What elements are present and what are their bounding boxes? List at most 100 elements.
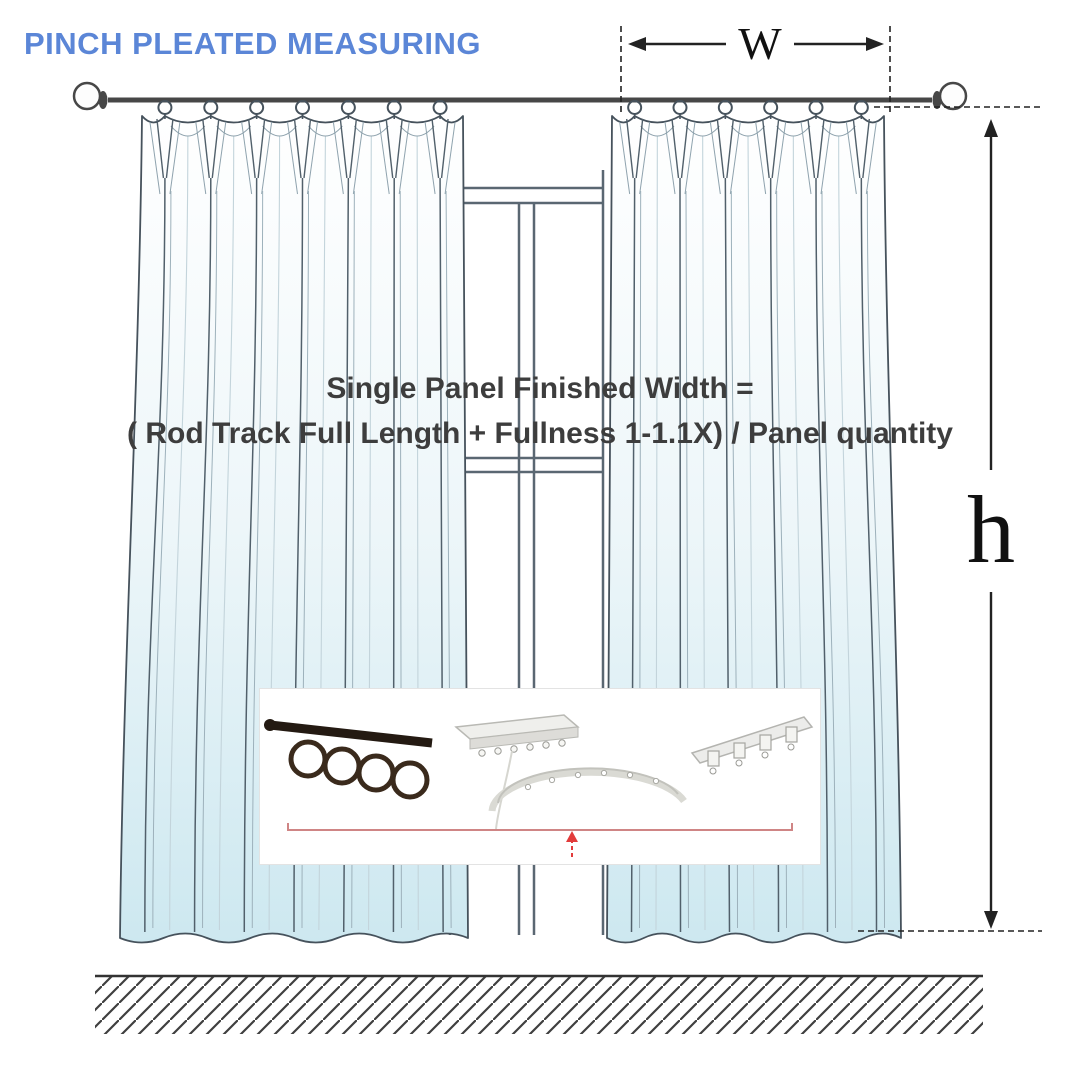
pinch-line-light <box>664 121 676 195</box>
h-arrowhead-bottom <box>984 911 998 929</box>
pinch-line-light <box>444 121 456 195</box>
curtain-ring <box>763 100 779 115</box>
pinch-line <box>385 118 394 179</box>
pinch-line <box>247 118 256 179</box>
pinch-line <box>395 118 403 179</box>
curtain-rod <box>72 81 968 111</box>
pinch-line <box>680 118 689 179</box>
pinch-line <box>257 118 266 179</box>
w-arrowhead-right <box>866 37 884 51</box>
track-gliders <box>478 739 566 757</box>
curtain-rings <box>157 100 869 119</box>
pinch-line <box>303 118 312 179</box>
pinch-line-light <box>709 121 721 195</box>
pinch-line <box>349 118 358 179</box>
pleat-fold-line-light <box>202 190 218 929</box>
formula-line2: ( Rod Track Full Length + Fullness 1-1.1… <box>127 417 953 450</box>
pleat-fold-line <box>860 177 878 933</box>
pinch-line <box>202 118 210 179</box>
metal-ring <box>390 760 430 800</box>
metal-ring <box>288 739 328 779</box>
pinch-line <box>671 118 680 179</box>
metal-ring <box>356 753 396 793</box>
swag-line <box>262 125 297 137</box>
pinch-line <box>156 118 165 179</box>
swag-line <box>821 125 856 137</box>
swag-line <box>308 125 343 137</box>
floor <box>95 974 983 1034</box>
pinch-line <box>726 118 735 179</box>
hardware-photo-inset <box>259 688 821 865</box>
pinch-line <box>807 118 816 179</box>
up-arrow-head <box>566 831 578 842</box>
pinch-line <box>431 118 440 179</box>
measure-bracket <box>287 823 793 831</box>
pinch-line-light <box>619 121 631 195</box>
pleat-fold-line-light <box>251 190 264 929</box>
pinch-line-light <box>820 121 832 195</box>
pinch-line-light <box>729 121 741 195</box>
pinch-line-light <box>195 121 207 195</box>
curtain-ring <box>808 100 824 115</box>
pinch-line <box>339 118 348 179</box>
pinch-line <box>816 118 825 179</box>
pinch-line <box>440 118 449 179</box>
swag-line <box>170 125 206 137</box>
w-arrowhead-left <box>628 37 646 51</box>
pinch-line-light <box>241 121 253 195</box>
swag-line <box>353 125 389 137</box>
pinch-line <box>293 118 302 179</box>
fabric-shading-line <box>169 135 189 931</box>
track-front-face <box>469 726 579 750</box>
curtain-ring <box>672 100 688 115</box>
dark-rod-endcap <box>264 719 276 731</box>
pinch-line-light <box>378 121 390 195</box>
pinch-line-light <box>149 121 161 195</box>
pleat-fold-line-light <box>821 190 836 929</box>
pinch-line-light <box>307 121 318 195</box>
fabric-shading-line <box>838 135 853 931</box>
pinch-line-light <box>398 121 410 195</box>
page-title: PINCH PLEATED MEASURING <box>24 26 482 61</box>
pinch-line-light <box>424 121 436 195</box>
curtain-ring <box>386 100 402 115</box>
pinch-line-light <box>775 121 787 195</box>
pinch-line-light <box>800 121 812 195</box>
curtain-ring <box>340 100 356 115</box>
pleat-fold-line-light <box>152 190 172 929</box>
formula-line1: Single Panel Finished Width = <box>326 372 754 405</box>
pinch-line <box>852 118 861 179</box>
curtain-ring <box>432 100 448 115</box>
pinch-line <box>716 118 725 179</box>
pinch-line <box>625 118 634 179</box>
pleat-fold-line <box>193 177 212 933</box>
pinch-line <box>761 118 770 179</box>
swag-line <box>776 125 811 137</box>
width-label: W <box>738 18 782 69</box>
pinch-line-light <box>287 121 298 195</box>
pinch-line-light <box>755 121 767 195</box>
pleat-fold-line <box>144 177 166 933</box>
pinch-line-light <box>639 121 651 195</box>
up-arrow-icon <box>566 831 578 857</box>
metal-ring <box>322 746 362 786</box>
dimension-arrows: W h <box>620 18 1042 932</box>
height-label: h <box>967 476 1015 583</box>
fabric-shading-line <box>218 135 235 931</box>
pinch-line <box>862 118 871 179</box>
pinch-line-light <box>684 121 696 195</box>
pinch-line-light <box>261 121 273 195</box>
pinch-line-light <box>169 121 181 195</box>
curved-track-hooks <box>524 769 660 791</box>
curtain-ring <box>627 100 643 115</box>
pinch-line-light <box>845 121 857 195</box>
pleat-fold-line <box>243 177 258 933</box>
formula-text: Single Panel Finished Width = ( Rod Trac… <box>0 366 1080 456</box>
floor-hatching <box>95 976 983 1034</box>
dark-rod <box>269 720 433 748</box>
clip-eyelets <box>709 743 795 775</box>
finial-ball-right <box>938 81 968 111</box>
pinch-line-light <box>352 121 364 195</box>
pinch-line-light <box>332 121 344 195</box>
curved-track <box>488 767 687 812</box>
